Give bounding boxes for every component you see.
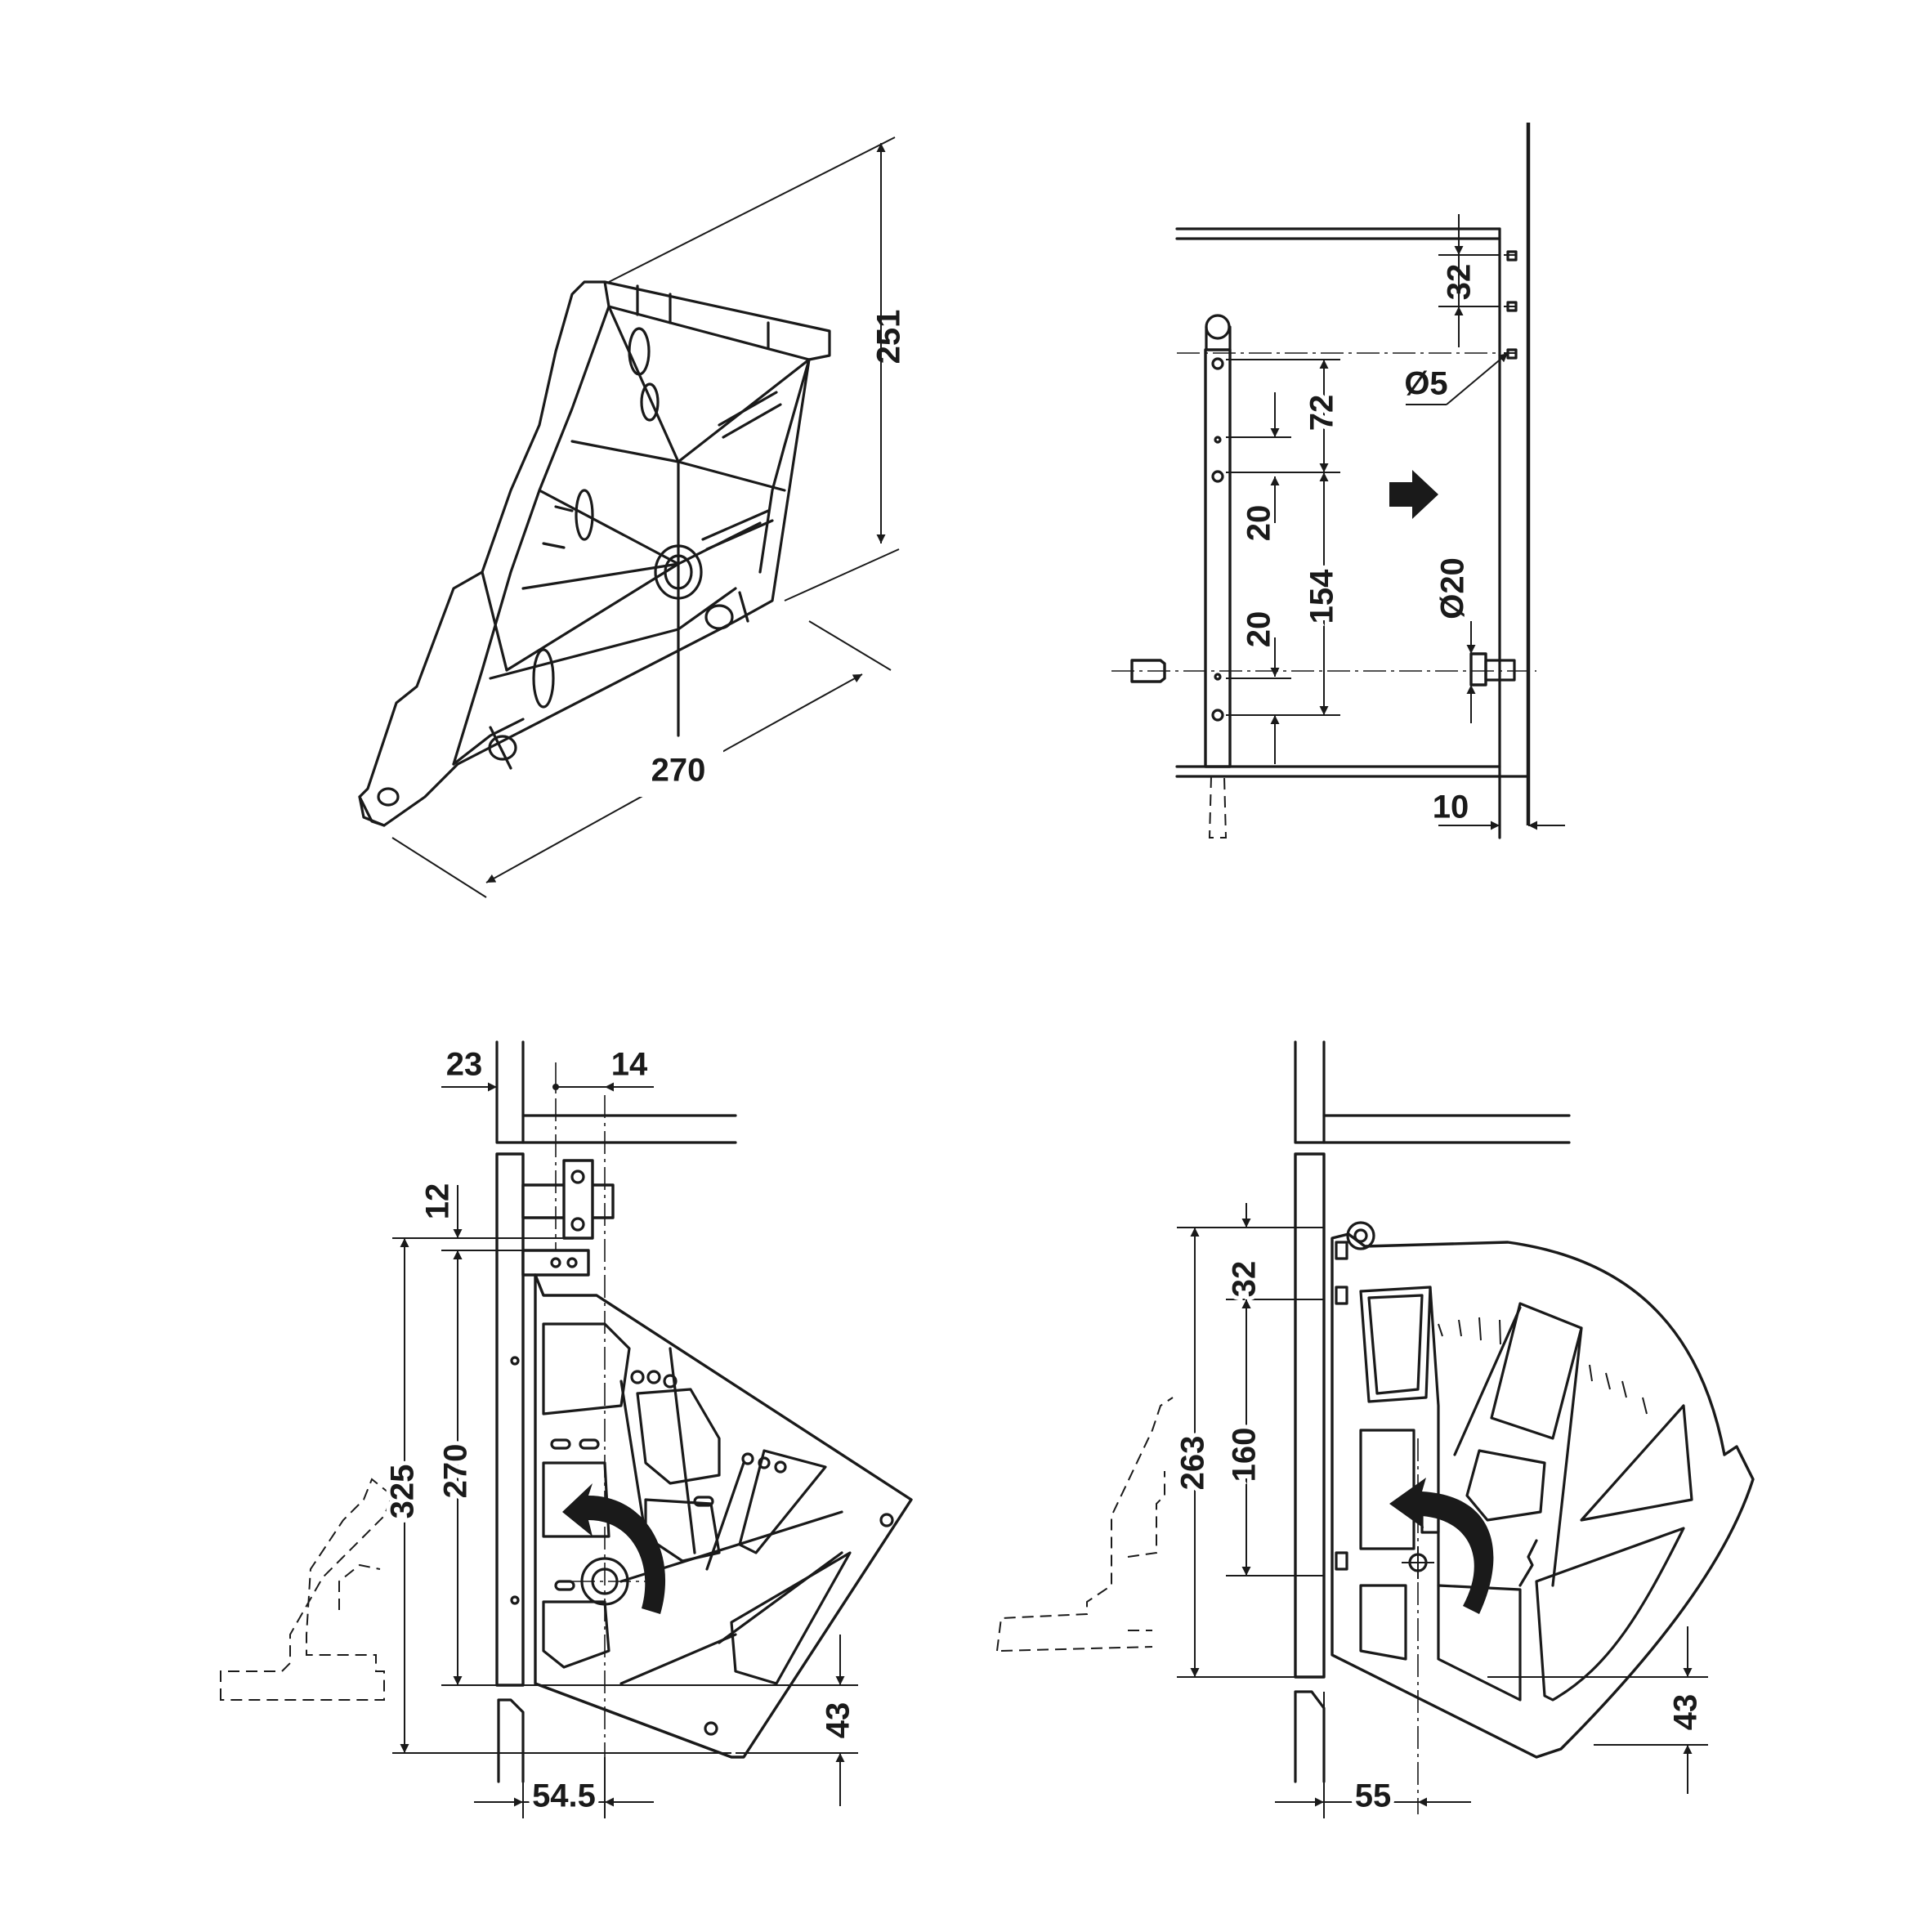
offset-43-right: 43 [1668, 1694, 1704, 1731]
height-325: 325 [385, 1465, 421, 1519]
isometric-view: 251 270 [358, 136, 907, 898]
offset-23: 23 [446, 1047, 483, 1083]
iso-length-dimension: 270 [651, 753, 706, 789]
hole-spacing-32: 32 [1442, 264, 1478, 301]
offset-54-5: 54.5 [532, 1778, 596, 1814]
push-direction-arrow [1389, 470, 1438, 519]
offset-10: 10 [1433, 789, 1469, 825]
spacing-154: 154 [1304, 569, 1340, 624]
height-270: 270 [438, 1444, 474, 1499]
hole-diameter-5: Ø5 [1404, 366, 1447, 402]
spacing-72: 72 [1304, 395, 1340, 432]
bore-diameter-20: Ø20 [1435, 557, 1471, 619]
right-installation-view: 32 263 160 43 55 [996, 1040, 1755, 1818]
offset-20-top: 20 [1241, 505, 1277, 542]
left-lift-bracket [534, 1273, 913, 1759]
offset-14: 14 [611, 1047, 648, 1083]
mounting-plate [1204, 348, 1232, 768]
side-mounting-view: 32 Ø5 72 154 20 20 Ø20 10 [1111, 123, 1565, 839]
offset-12: 12 [420, 1183, 456, 1220]
offset-20-bottom: 20 [1241, 611, 1277, 648]
hinge-spacing-32: 32 [1227, 1261, 1263, 1298]
left-installation-view: 23 14 12 325 270 43 54.5 [220, 1040, 913, 1818]
height-160: 160 [1227, 1428, 1263, 1483]
offset-43-left: 43 [821, 1702, 856, 1739]
offset-55: 55 [1355, 1778, 1392, 1814]
iso-height-dimension: 251 [871, 310, 907, 364]
iso-fitting-body [358, 280, 831, 827]
rotation-arrow-left [562, 1483, 666, 1614]
rotation-arrow-right [1389, 1478, 1494, 1614]
height-263: 263 [1175, 1436, 1211, 1491]
